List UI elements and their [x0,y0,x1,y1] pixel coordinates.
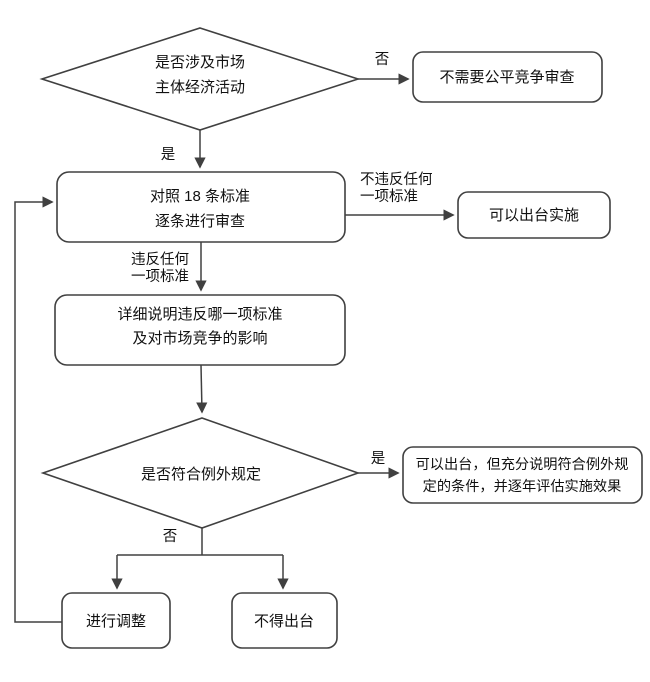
decision-market-diamond [39,27,361,131]
explain-violation-text-line2: 及对市场竞争的影响 [132,329,267,347]
exception-implement-box [402,446,643,504]
connector-exception-no-split [117,528,283,556]
exception-implement-text-line2: 定的条件，并逐年评估实施效果 [423,478,622,495]
no-review-text: 不需要公平竞争审查 [439,68,574,86]
decision-market-text-line1: 是否涉及市场 [155,54,245,71]
review-standards-text-line1: 对照 18 条标准 [150,188,250,205]
decision-exception-diamond [40,417,361,529]
no-issue-box [231,592,338,649]
edge-label-yes-market: 是 [161,147,176,163]
review-standards-text-line2: 逐条进行审查 [155,213,245,230]
no-issue-text: 不得出台 [254,613,314,630]
edge-label-violate-line1: 违反任何 [131,251,189,268]
edge-label-not-violate-line1: 不违反任何 [360,171,433,188]
exception-implement-text-line1: 可以出台，但充分说明符合例外规 [416,457,629,473]
edge-label-no-market: 否 [375,52,390,68]
can-implement-text: 可以出台实施 [489,207,579,224]
no-review-box [412,51,603,103]
edge-label-yes-exception: 是 [371,451,386,467]
adjust-box [61,592,171,649]
explain-violation-text-line1: 详细说明违反哪一项标准 [117,306,282,323]
explain-violation-box [54,294,346,366]
review-standards-box [56,171,346,243]
can-implement-box [457,191,611,239]
decision-market-text-line2: 主体经济活动 [155,79,245,96]
edge-label-no-exception: 否 [163,529,178,545]
arrow-adjust-loopback-to-review [14,196,62,623]
edge-label-violate-line2: 一项标准 [131,268,189,285]
adjust-text: 进行调整 [86,613,146,630]
edge-label-not-violate-line2: 一项标准 [360,188,418,205]
decision-exception-text: 是否符合例外规定 [141,466,261,483]
arrow-explain-to-exception [196,364,208,414]
